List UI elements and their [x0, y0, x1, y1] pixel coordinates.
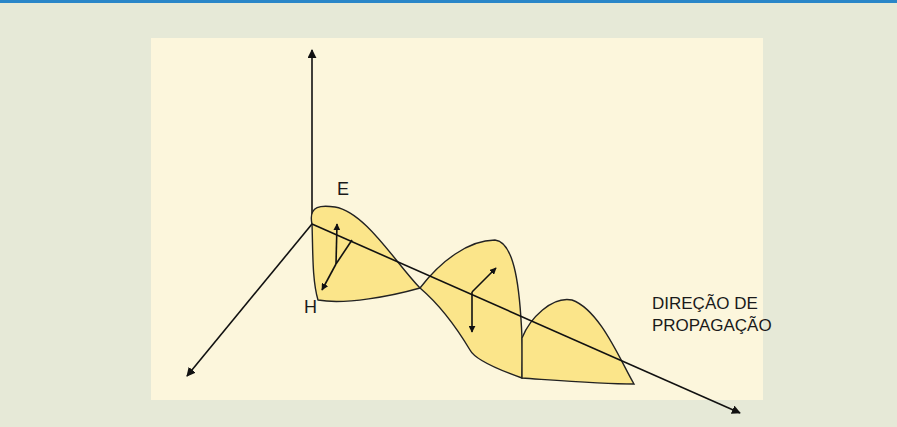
e-vector: [336, 224, 337, 264]
axis-label: DIREÇÃO DE PROPAGAÇÃO: [652, 293, 802, 337]
panel-ground: [151, 38, 763, 400]
field-lobe: [311, 206, 420, 301]
e-vector: [471, 292, 473, 332]
h-vector: [336, 240, 352, 264]
top-rule: [0, 0, 897, 3]
vertical-axis: [311, 50, 313, 224]
field-label: E: [337, 178, 349, 201]
horizontal-axis: [187, 224, 312, 376]
h-vector: [322, 264, 336, 290]
field-label: H: [304, 296, 317, 319]
h-vector: [472, 268, 496, 292]
field-lobe: [420, 240, 522, 378]
